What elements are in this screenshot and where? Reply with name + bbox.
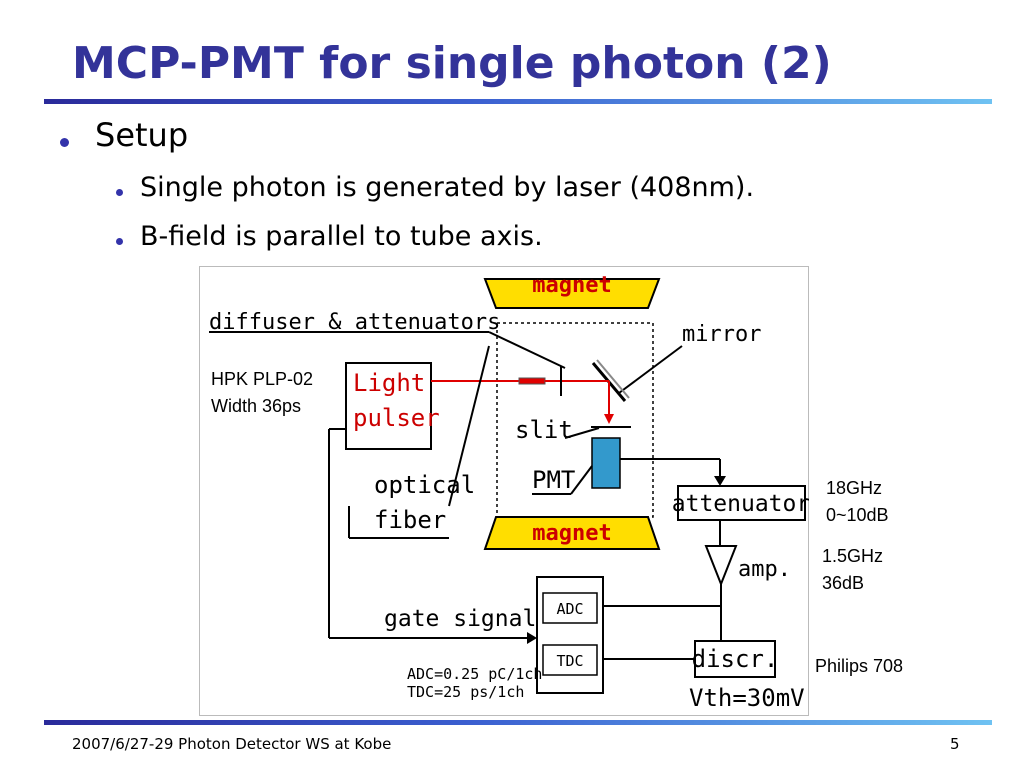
bullet-bfield: B-field is parallel to tube axis.	[140, 221, 543, 252]
footer-text: 2007/6/27-29 Photon Detector WS at Kobe	[72, 735, 392, 753]
magnet-bottom-label: magnet	[532, 521, 611, 546]
attenuator-label: attenuator	[672, 491, 809, 517]
mirror-label: mirror	[682, 322, 761, 347]
pmt-label: PMT	[532, 466, 575, 494]
magnet-top-shape	[483, 278, 661, 309]
bullet-dot	[116, 238, 123, 245]
bullet-setup: Setup	[95, 116, 189, 154]
pulser-width-note: Width 36ps	[211, 396, 302, 416]
bullet-laser: Single photon is generated by laser (408…	[140, 172, 755, 203]
tdc-label: TDC	[556, 652, 583, 670]
magnet-top-label: magnet	[532, 273, 611, 298]
light-pulser-label-1: Light	[353, 369, 425, 397]
amp-bw-note: 1.5GHz	[822, 546, 884, 566]
title-underline	[44, 99, 992, 104]
gate-signal-label: gate signal	[384, 606, 536, 632]
magnet-bottom-shape	[483, 516, 661, 550]
page-number: 5	[950, 735, 960, 753]
amp-label: amp.	[738, 557, 791, 582]
tdc-scale-label: TDC=25 ps/1ch	[407, 683, 524, 701]
amp-gain-note: 36dB	[822, 573, 865, 593]
attenuator-bw-note: 18GHz	[826, 478, 883, 498]
optical-fiber-label-1: optical	[374, 471, 475, 499]
footer-rule	[44, 720, 992, 725]
diffuser-label: diffuser & attenuators	[209, 310, 500, 335]
discr-model-note: Philips 708	[815, 656, 904, 676]
setup-diagram: magnet diffuser & attenuators mirror Lig…	[199, 266, 810, 716]
adc-label: ADC	[556, 600, 583, 618]
vth-label: Vth=30mV	[689, 684, 805, 712]
bullet-dot	[116, 189, 123, 196]
pulser-model-note: HPK PLP-02	[211, 369, 314, 389]
slide-title: MCP-PMT for single photon (2)	[72, 38, 832, 89]
bullet-dot	[60, 138, 69, 147]
attenuator-range-note: 0~10dB	[826, 505, 889, 525]
adc-scale-label: ADC=0.25 pC/1ch	[407, 665, 542, 683]
light-pulser-label-2: pulser	[353, 404, 440, 432]
slit-label: slit	[515, 416, 573, 444]
discr-label: discr.	[692, 645, 779, 673]
optical-fiber-label-2: fiber	[374, 506, 446, 534]
